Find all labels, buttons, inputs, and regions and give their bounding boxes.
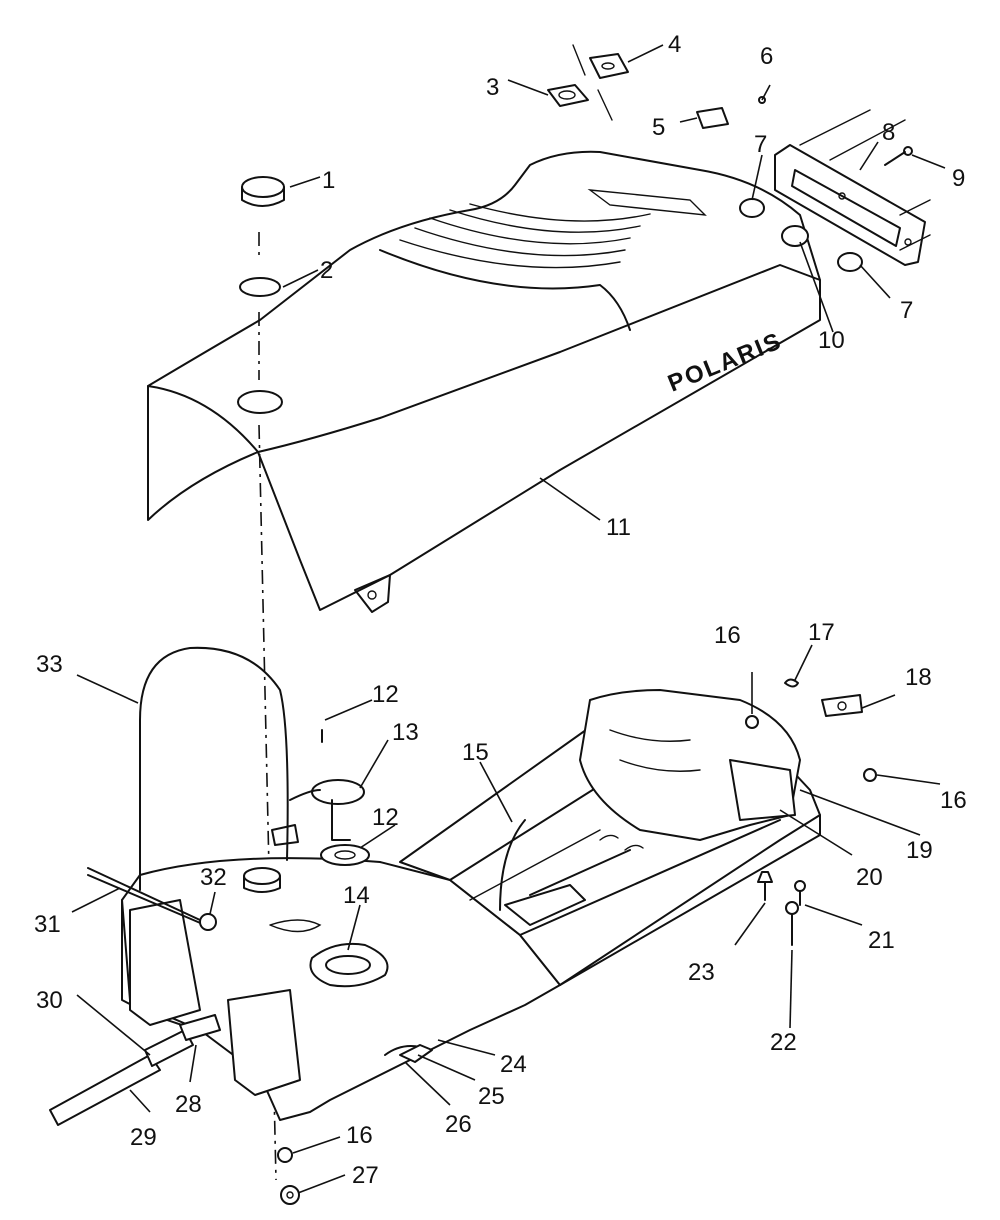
callout-4: 4 [668,31,681,58]
callout-30: 30 [36,987,63,1014]
callout-33: 33 [36,651,63,678]
callout-16b: 16 [940,787,967,814]
callout-6: 6 [760,43,773,70]
callout-16: 16 [714,622,741,649]
callout-7b: 7 [900,297,913,324]
callout-5: 5 [652,114,665,141]
callout-12: 12 [372,681,399,708]
callout-21: 21 [868,927,895,954]
fasteners [277,678,877,1205]
callout-29: 29 [130,1124,157,1151]
chassis-tunnel [399,689,821,986]
callout-32: 32 [200,864,227,891]
callout-20: 20 [856,864,883,891]
bracket-part [821,694,863,717]
callout-3: 3 [486,74,499,101]
callout-11: 11 [606,514,631,541]
callout-13: 13 [392,719,419,746]
callout-22: 22 [770,1029,797,1056]
callout-8: 8 [882,119,895,146]
callout-28: 28 [175,1091,202,1118]
callout-18: 18 [905,664,932,691]
callout-24: 24 [500,1051,527,1078]
callout-14: 14 [343,882,370,909]
callout-9: 9 [952,165,965,192]
callout-10: 10 [818,327,845,354]
gas-cap [239,176,285,297]
callout-26: 26 [445,1111,472,1138]
seat-assembly: POLARIS [147,150,821,613]
callout-layer [71,44,946,1194]
callout-25: 25 [478,1083,505,1110]
tail-bracket [774,109,931,266]
callout-7: 7 [754,131,767,158]
callout-19: 19 [906,837,933,864]
callout-27: 27 [352,1162,379,1189]
callout-23: 23 [688,959,715,986]
callout-12b: 12 [372,804,399,831]
callout-1: 1 [322,167,335,194]
screw-icon [884,146,913,166]
callout-16c: 16 [346,1122,373,1149]
callout-31: 31 [34,911,61,938]
vent-line [139,646,289,861]
callout-2: 2 [320,257,333,284]
fuel-lines [49,867,221,1126]
gasket-parts [547,44,766,129]
callout-15: 15 [462,739,489,766]
callout-17: 17 [808,619,835,646]
